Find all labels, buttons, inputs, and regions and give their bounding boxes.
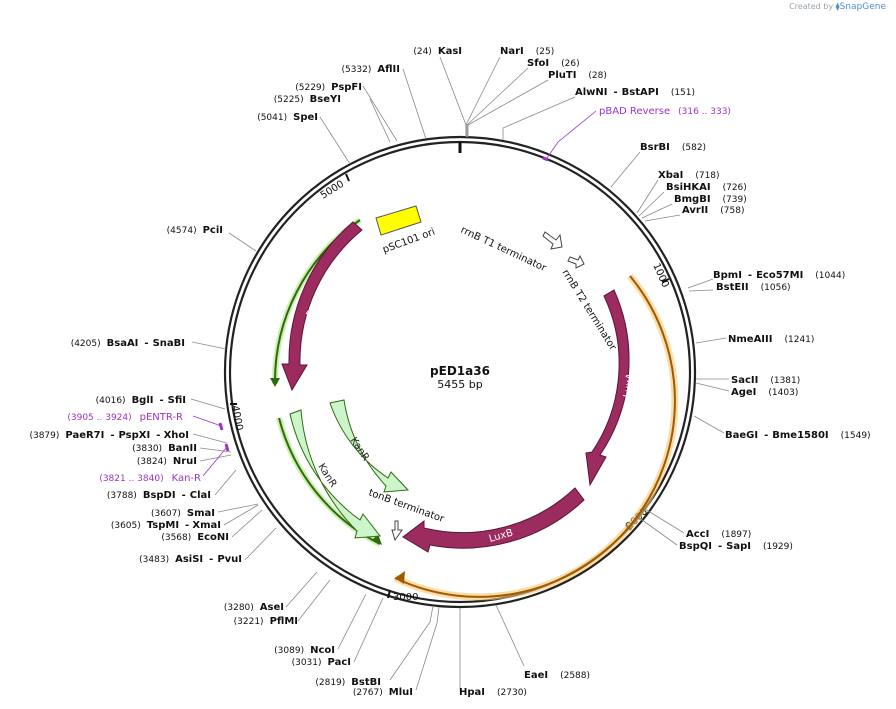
enzyme-pspfi[interactable]: (5229)PspFI: [295, 82, 362, 93]
enzyme-tspmi[interactable]: (3605)TspMI-XmaI: [111, 520, 221, 531]
enzyme-bseyi[interactable]: (5225)BseYI: [274, 94, 341, 105]
feature-luxa-label: LuxA: [622, 372, 636, 398]
enzyme-asei[interactable]: (3280)AseI: [224, 602, 284, 613]
feature-rrnb-t1[interactable]: [542, 231, 563, 250]
enzyme-nrui[interactable]: (3824)NruI: [137, 456, 197, 467]
feature-kanr-outer-label: KanR: [315, 462, 338, 490]
enzyme-bsihkai[interactable]: BsiHKAI(726): [666, 182, 747, 193]
enzyme-pcii[interactable]: (4574)PciI: [167, 225, 223, 236]
enzyme-xbai[interactable]: XbaI(718): [658, 170, 720, 181]
enzyme-asisi[interactable]: (3483)AsiSI-PvuI: [139, 554, 242, 565]
enzyme-bmgbi[interactable]: BmgBI(739): [674, 194, 747, 205]
enzyme-nari[interactable]: NarI(25): [500, 46, 554, 57]
enzyme-avrii[interactable]: AvrII(758): [682, 205, 744, 216]
primer-pentr-r[interactable]: (3905 .. 3924)pENTR-R: [67, 412, 183, 423]
enzyme-bpmi[interactable]: BpmI-Eco57MI(1044): [713, 270, 845, 281]
branding-prefix: Created by: [789, 2, 834, 11]
enzyme-pluti[interactable]: PluTI(28): [548, 70, 607, 81]
snapgene-logo-icon: ⧫: [835, 2, 840, 11]
tick-label-4000: 4000: [229, 405, 244, 432]
enzyme-hpai[interactable]: HpaI(2730): [459, 687, 527, 698]
feature-rep101[interactable]: [281, 221, 363, 392]
feature-psc101-ori[interactable]: [375, 205, 422, 236]
orf-arc-forward: [393, 273, 679, 601]
feature-luxa[interactable]: [585, 289, 630, 487]
feature-kanr-inner[interactable]: [329, 399, 410, 493]
tick-mark-5000: [345, 173, 350, 182]
tick-label-1000: 1000: [650, 262, 670, 290]
enzyme-aflii[interactable]: (5332)AflII: [341, 64, 400, 75]
enzyme-spei[interactable]: (5041)SpeI: [257, 112, 318, 123]
enzyme-nmeaiii[interactable]: NmeAIII(1241): [728, 334, 814, 345]
enzyme-kasi[interactable]: (24)KasI: [413, 46, 462, 57]
enzyme-bstbi[interactable]: (2819)BstBI: [315, 677, 381, 688]
snapgene-branding: Created by ⧫SnapGene: [789, 2, 886, 12]
enzyme-alwni[interactable]: AlwNI-BstAPI(151): [575, 87, 695, 98]
enzyme-paci[interactable]: (3031)PacI: [292, 657, 351, 668]
tick-mark-1000: [661, 278, 670, 283]
enzyme-mlui[interactable]: (2767)MluI: [353, 687, 413, 698]
feature-tonb-label: tonB terminator: [367, 487, 446, 525]
enzyme-labels: (24)KasI NarI(25) SfoI(26) PluTI(28) Alw…: [29, 46, 870, 698]
feature-tonb[interactable]: [391, 520, 403, 542]
enzyme-bspqi[interactable]: BspQI-SapI(1929): [679, 541, 793, 552]
enzyme-bsteii[interactable]: BstEII(1056): [716, 282, 791, 293]
enzyme-bsaai[interactable]: (4205)BsaAI-SnaBI: [71, 338, 185, 349]
enzyme-bspdi[interactable]: (3788)BspDI-ClaI: [107, 490, 211, 501]
feature-kanr-inner-label: KanR: [348, 436, 372, 464]
primer-mark-pentr-r: [218, 422, 224, 431]
primer-leader-lines: [192, 110, 597, 477]
primer-kan-r[interactable]: (3821 .. 3840)Kan-R: [99, 473, 201, 484]
feature-luxb[interactable]: [402, 487, 585, 553]
plasmid-size: 5455 bp: [437, 378, 482, 391]
tick-mark-3000: [387, 589, 391, 599]
enzyme-pflmi[interactable]: (3221)PflMI: [234, 616, 298, 627]
enzyme-bsrbi[interactable]: BsrBI(582): [640, 142, 706, 153]
enzyme-ncoi[interactable]: (3089)NcoI: [274, 645, 335, 656]
primer-mark-pbad-reverse: [542, 156, 549, 162]
enzyme-agei[interactable]: AgeI(1403): [731, 387, 798, 398]
enzyme-sfoi[interactable]: SfoI(26): [527, 58, 580, 69]
primer-pbad-reverse[interactable]: pBAD Reverse(316 .. 333): [599, 106, 731, 117]
enzyme-leader-lines: [190, 56, 730, 691]
enzyme-sacii[interactable]: SacII(1381): [731, 375, 800, 386]
enzyme-paer7i[interactable]: (3879)PaeR7I-PspXI-XhoI: [29, 430, 189, 441]
enzyme-econi[interactable]: (3568)EcoNI: [161, 532, 229, 543]
enzyme-acci[interactable]: AccI(1897): [686, 529, 751, 540]
plasmid-name: pED1a36: [430, 364, 490, 378]
feature-kanr-outer[interactable]: [289, 409, 381, 539]
tick-label-3000: 3000: [393, 592, 418, 603]
feature-rrnb-t1-label: rrnB T1 terminator: [459, 225, 549, 275]
enzyme-smai[interactable]: (3607)SmaI: [151, 508, 215, 519]
enzyme-baegi[interactable]: BaeGI-Bme1580I(1549): [725, 430, 871, 441]
branding-name: SnapGene: [839, 2, 886, 12]
enzyme-eaei[interactable]: EaeI(2588): [524, 670, 590, 681]
feature-rrnb-t2[interactable]: [567, 254, 585, 269]
enzyme-banii[interactable]: (3830)BanII: [132, 443, 197, 454]
enzyme-bgli[interactable]: (4016)BglI-SfiI: [96, 395, 186, 406]
